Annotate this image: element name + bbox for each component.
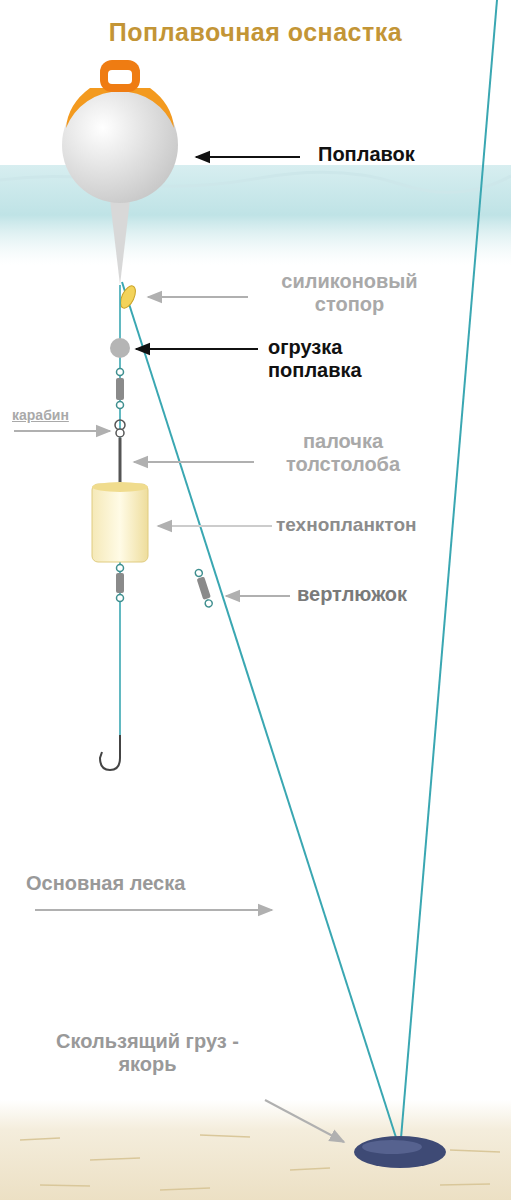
bottom bbox=[0, 1100, 511, 1200]
rod-label: палочка толстолоба bbox=[258, 430, 428, 476]
leader-lines bbox=[14, 157, 344, 1142]
float-sinker bbox=[110, 338, 130, 358]
swivel bbox=[194, 568, 214, 608]
plankton-label: технопланктон bbox=[276, 514, 446, 536]
float bbox=[62, 60, 178, 285]
technoplankton bbox=[92, 482, 148, 562]
snap-label: карабин bbox=[12, 407, 112, 423]
main-line-label: Основная леска bbox=[26, 872, 256, 895]
anchor-label: Скользящий груз - якорь bbox=[40, 1030, 255, 1076]
swivel-label: вертлюжок bbox=[297, 583, 437, 606]
anchor-weight bbox=[354, 1136, 446, 1168]
snap bbox=[115, 369, 125, 438]
title: Поплавочная оснастка bbox=[0, 18, 511, 47]
rod bbox=[119, 438, 122, 484]
sinker-label: огрузка поплавка bbox=[268, 336, 428, 382]
float-label: Поплавок bbox=[318, 143, 468, 166]
rod-line bbox=[400, 0, 497, 1150]
lower-swivel bbox=[116, 565, 124, 602]
main-line bbox=[122, 282, 400, 1150]
stopper-label: силиконовый стопор bbox=[252, 270, 447, 316]
hook bbox=[100, 735, 120, 770]
